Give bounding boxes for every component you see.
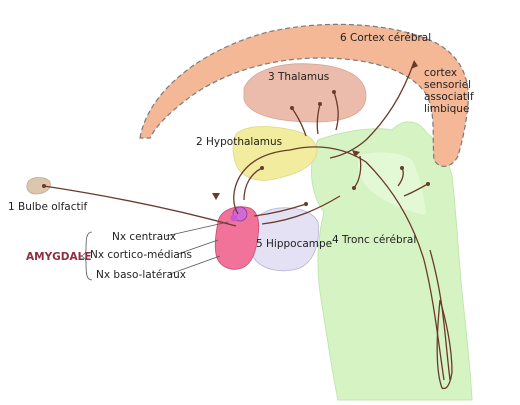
fibre-cortex — [329, 61, 415, 159]
repere-nx-centraux — [165, 221, 229, 237]
bulbe-olfactif-region — [26, 177, 51, 195]
tronc-highlight — [358, 152, 426, 215]
label-hypothalamus: 2 Hypothalamus — [196, 136, 282, 148]
arrow-head — [411, 60, 418, 69]
label-tronc: 4 Tronc cérébral — [332, 234, 416, 246]
fibre-tronc — [289, 146, 445, 381]
terminaux — [42, 60, 430, 206]
hypothalamus-region — [232, 126, 318, 181]
fibre-thalamus-2 — [333, 91, 339, 131]
terminal-dot — [352, 186, 356, 190]
fibre-tronc-amygdale — [261, 195, 341, 225]
terminal-dot — [318, 102, 322, 106]
fibre-branche-3 — [353, 155, 362, 189]
fibre-branche-1 — [403, 183, 429, 197]
repere-nx-baso — [169, 255, 221, 275]
terminal-dot — [304, 202, 308, 206]
fibre-thalamus-1 — [316, 103, 321, 135]
fibre-hypo-2 — [243, 167, 263, 201]
thalamus-region — [243, 63, 367, 123]
reperes-noyaux — [79, 221, 229, 281]
arrow-head — [352, 150, 360, 157]
label-thalamus: 3 Thalamus — [268, 71, 329, 83]
label-cortex-assoc-3: associatif — [424, 91, 474, 103]
label-amygdale: AMYGDALE — [26, 251, 92, 263]
arrow-head — [212, 193, 220, 200]
fibre-tronc-2 — [429, 249, 451, 381]
label-cortex-assoc-1: cortex — [424, 67, 457, 79]
label-bulbe: 1 Bulbe olfactif — [8, 201, 88, 213]
amygdale-noyau-2 — [230, 214, 238, 222]
label-cortex-assoc-4: limbique — [424, 103, 469, 115]
label-cortex-assoc-2: sensoriel — [424, 79, 471, 91]
fibre-olfactive — [43, 185, 237, 227]
label-nx-centraux: Nx centraux — [112, 231, 176, 243]
terminal-dot — [400, 166, 404, 170]
terminal-dot — [290, 106, 294, 110]
cortex-region — [139, 23, 469, 167]
label-nx-baso: Nx baso-latéraux — [96, 269, 186, 281]
fibre-hippocampe — [253, 203, 307, 217]
label-nx-cortico: Nx cortico-médians — [90, 249, 192, 261]
fibre-hypo-1 — [233, 149, 291, 215]
terminal-dot — [332, 90, 336, 94]
label-cortex: 6 Cortex cérébral — [340, 32, 431, 44]
terminal-dot — [426, 182, 430, 186]
tronc-cerebral-region — [311, 121, 473, 401]
fibres — [43, 61, 453, 390]
accolade-amygdale — [79, 231, 93, 281]
fibre-fuseau — [436, 299, 453, 390]
repere-nx-cortico — [177, 239, 219, 255]
label-hippocampe: 5 Hippocampe — [256, 238, 332, 250]
terminal-dot — [42, 184, 46, 188]
terminal-dot — [260, 166, 264, 170]
